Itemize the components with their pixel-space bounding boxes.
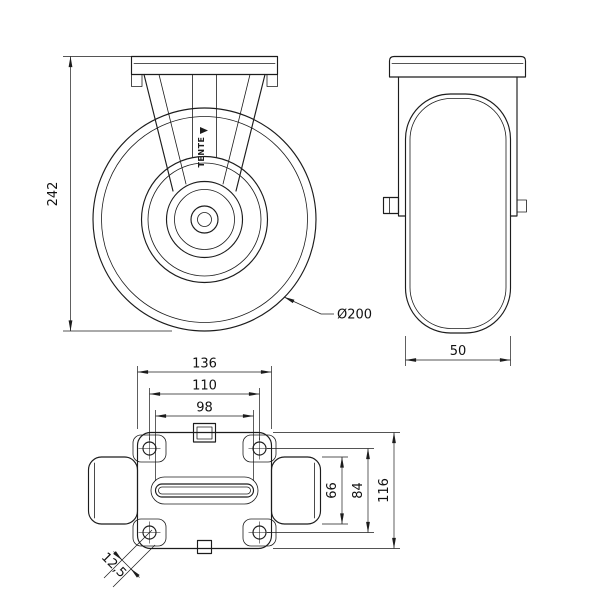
plate-tab-right xyxy=(266,74,278,87)
axle-nut xyxy=(516,199,527,213)
dim-plate-depth: 116 xyxy=(377,478,392,503)
fork-leg-left-inner xyxy=(158,74,187,185)
tire-side-outline xyxy=(404,93,512,334)
brand-flag-icon xyxy=(200,127,208,134)
ext-lines-plate-width xyxy=(137,366,272,429)
axle-hole xyxy=(190,205,219,234)
axle-bolt-head xyxy=(382,196,400,215)
top-view: 136 110 98 66 84 116 12,5 xyxy=(87,357,400,588)
ext-line-diag-b xyxy=(112,544,156,588)
bolt-holes xyxy=(138,437,271,544)
side-view: 50 xyxy=(382,55,527,366)
dim-overall-height: 242 xyxy=(46,182,61,207)
dim-wheel-diameter: Ø200 xyxy=(337,308,372,323)
dim-wheel-width: 50 xyxy=(450,344,467,359)
dim-corner-offset: 12,5 xyxy=(98,550,129,581)
fork-leg-right-inner xyxy=(222,74,251,185)
lug-pad-bottom-left xyxy=(132,518,167,547)
tire-side-inner xyxy=(409,98,507,329)
fork-leg-right xyxy=(235,73,266,192)
fork-tube-bottom xyxy=(196,539,213,555)
dim-bolt-spacing-height: 84 xyxy=(351,482,366,499)
dim-slot-length: 98 xyxy=(196,401,213,416)
axle-center xyxy=(197,212,212,227)
fork-tube-top xyxy=(192,422,217,443)
bracket-leg-left xyxy=(397,76,407,217)
wheel-top-right xyxy=(270,456,322,525)
dim-66: 66 xyxy=(325,482,340,499)
fork-tube-top-inner xyxy=(196,426,213,440)
brand-logo-text: TENTE xyxy=(197,136,206,167)
leader-wheel-diameter xyxy=(283,296,334,315)
center-boss xyxy=(150,476,259,505)
bracket-leg-right xyxy=(509,76,518,217)
center-slot-inner xyxy=(158,486,251,495)
ext-line-diag-a xyxy=(103,529,153,579)
hub-line xyxy=(147,162,262,277)
mounting-plate-side xyxy=(388,55,527,78)
plate-tab-left xyxy=(131,74,143,87)
ext-lines-slot-length xyxy=(155,410,254,481)
mounting-plate-front xyxy=(130,55,279,76)
dim-arrow-diag-2 xyxy=(130,568,140,578)
dim-plate-width: 136 xyxy=(192,357,217,372)
dim-bolt-spacing-width: 110 xyxy=(192,379,217,394)
ext-lines-plate-depth xyxy=(273,432,400,549)
wheel-outline xyxy=(92,107,317,332)
bearing-inner xyxy=(174,189,235,250)
tread-inner-line xyxy=(101,116,308,323)
front-view: TENTE 242 Ø200 xyxy=(46,55,372,332)
base-plate-outline xyxy=(136,431,273,550)
bearing-outer xyxy=(165,180,244,259)
dim-arrow-diag-1 xyxy=(113,551,123,561)
center-slot xyxy=(154,483,255,498)
ext-lines-bolt-width xyxy=(149,388,260,440)
hub-outer xyxy=(140,155,269,284)
fork-leg-left xyxy=(143,73,174,192)
ext-lines-bolt-height xyxy=(267,448,374,533)
wheel-top-left xyxy=(87,456,139,525)
